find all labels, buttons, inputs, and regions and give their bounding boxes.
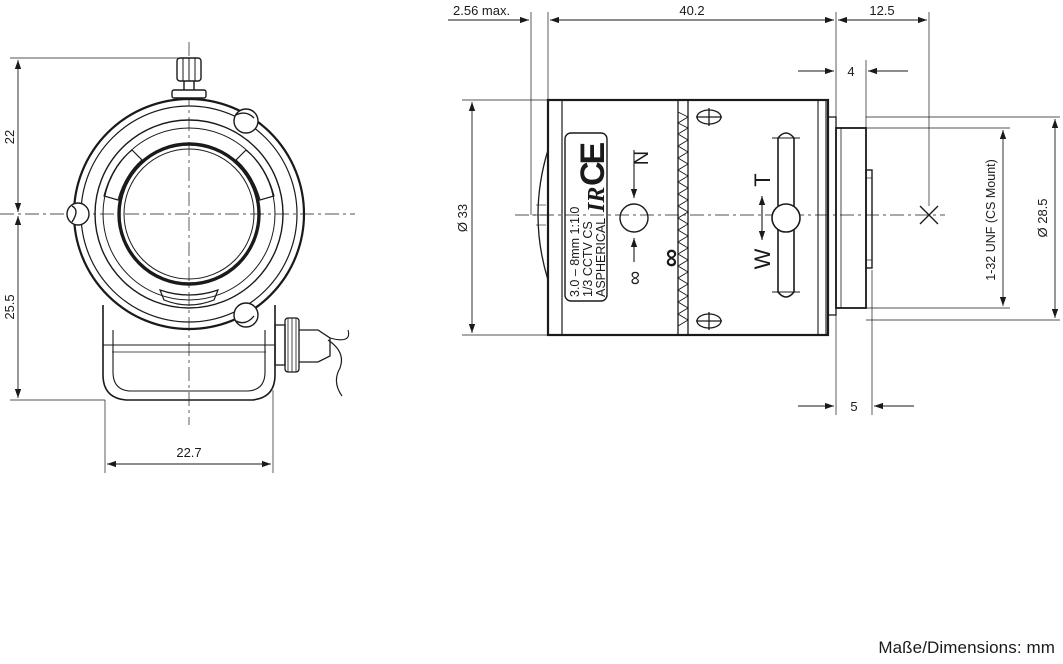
dim-flange-offset: 4 — [847, 64, 854, 79]
ce-mark: CE — [574, 142, 612, 186]
dim-mount-length: 12.5 — [869, 3, 894, 18]
dim-top-height: 22 — [2, 130, 17, 144]
cable-connector — [274, 324, 286, 366]
lens-opening — [117, 142, 261, 286]
infinity-symbol: ∞ — [655, 249, 685, 268]
units-note: Maße/Dimensions: mm — [878, 638, 1055, 657]
front-view — [0, 42, 355, 473]
dim-front-width: 22.7 — [176, 445, 201, 460]
label-line1: 3.0 – 8mm 1:1.0 — [568, 207, 582, 297]
zoom-wide-label: W — [750, 248, 775, 269]
dim-rear-offset: 2.56 max. — [453, 3, 510, 18]
focus-ring — [94, 119, 284, 309]
label-line3: ASPHERICAL — [594, 218, 608, 297]
dim-back-focus: 5 — [850, 399, 857, 414]
dim-body-diameter: Ø 33 — [455, 204, 470, 232]
label-panel — [564, 132, 608, 302]
dim-mount-thread: 1-32 UNF (CS Mount) — [984, 159, 998, 281]
ir-mark: IR — [584, 187, 610, 213]
ring-screws — [66, 108, 259, 328]
barrel-screws — [696, 108, 722, 330]
focus-near-label: N — [631, 151, 653, 165]
focus-lock-knob — [171, 57, 207, 99]
focus-screw — [619, 203, 649, 233]
dim-body-length: 40.2 — [679, 3, 704, 18]
focus-far-label: ∞ — [624, 271, 646, 285]
lens-label-text: 3.0 – 8mm 1:1.0 1/3 CCTV CS ASPHERICAL I… — [568, 142, 775, 297]
dim-bottom-height: 25.5 — [2, 294, 17, 319]
mount-flange — [827, 116, 837, 316]
iris-cable — [327, 339, 343, 397]
cs-mount — [835, 127, 867, 309]
side-view — [448, 12, 1060, 415]
housing-inner — [112, 330, 266, 392]
label-line2: 1/3 CCTV CS — [581, 221, 595, 297]
dim-mount-diameter: Ø 28.5 — [1035, 198, 1050, 237]
knurled-band — [677, 111, 689, 327]
zoom-screw — [771, 203, 801, 233]
housing-outline — [102, 305, 276, 401]
zoom-tele-label: T — [750, 173, 775, 186]
